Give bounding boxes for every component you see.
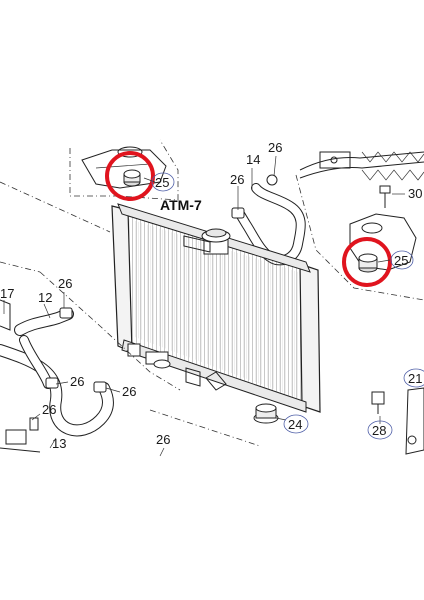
callout-labels: ATM-7 14 26 26 30 25 25 17 12 26 26 26 2… (0, 140, 424, 451)
right-side-fittings (371, 387, 424, 455)
callout-26-mid: 26 (70, 374, 84, 389)
section-code: ATM-7 (160, 197, 202, 213)
bolt-icon (5, 417, 39, 445)
upper-right-mount-inset (295, 174, 424, 301)
callout-12: 12 (38, 290, 52, 305)
svg-text:25: 25 (394, 253, 408, 268)
bolt-icon (379, 185, 391, 208)
callout-26-topright: 26 (268, 140, 282, 155)
callout-17: 17 (0, 286, 14, 301)
svg-text:25: 25 (155, 175, 169, 190)
callout-30: 30 (408, 186, 422, 201)
callout-26-top: 26 (230, 172, 244, 187)
hose-clamp-icon (45, 307, 107, 393)
sensor-icon (371, 391, 385, 414)
lower-hoses (0, 299, 114, 453)
svg-text:28: 28 (372, 423, 386, 438)
drain-plug-icon (127, 343, 171, 369)
callout-26-left: 26 (58, 276, 72, 291)
svg-text:24: 24 (288, 417, 302, 432)
callout-25-left: 25 (151, 172, 175, 192)
lower-bracket-icon (185, 367, 227, 391)
radiator (111, 203, 321, 424)
callout-13: 13 (52, 436, 66, 451)
callout-26-bottom: 26 (156, 432, 170, 447)
callout-26-lower-mid: 26 (122, 384, 136, 399)
bottom-grommet-icon (253, 403, 279, 424)
highlight-ring-right (342, 237, 392, 287)
callout-25-right: 25 (390, 250, 414, 270)
callout-21: 21 (403, 368, 424, 388)
leader-lines (3, 155, 405, 457)
grommet-icon-right (358, 253, 378, 273)
callout-24: 24 (283, 414, 309, 434)
cooler-lines (266, 151, 424, 208)
radiator-cap-icon (201, 228, 231, 255)
callout-14: 14 (246, 152, 260, 167)
hose-clamp-icon (266, 174, 278, 186)
upper-left-mount-inset (69, 139, 179, 201)
grommet-icon (123, 169, 141, 187)
callout-28: 28 (367, 420, 393, 440)
svg-text:21: 21 (408, 371, 422, 386)
callout-26-bottom-left: 26 (42, 402, 56, 417)
highlight-ring-left (105, 151, 155, 201)
